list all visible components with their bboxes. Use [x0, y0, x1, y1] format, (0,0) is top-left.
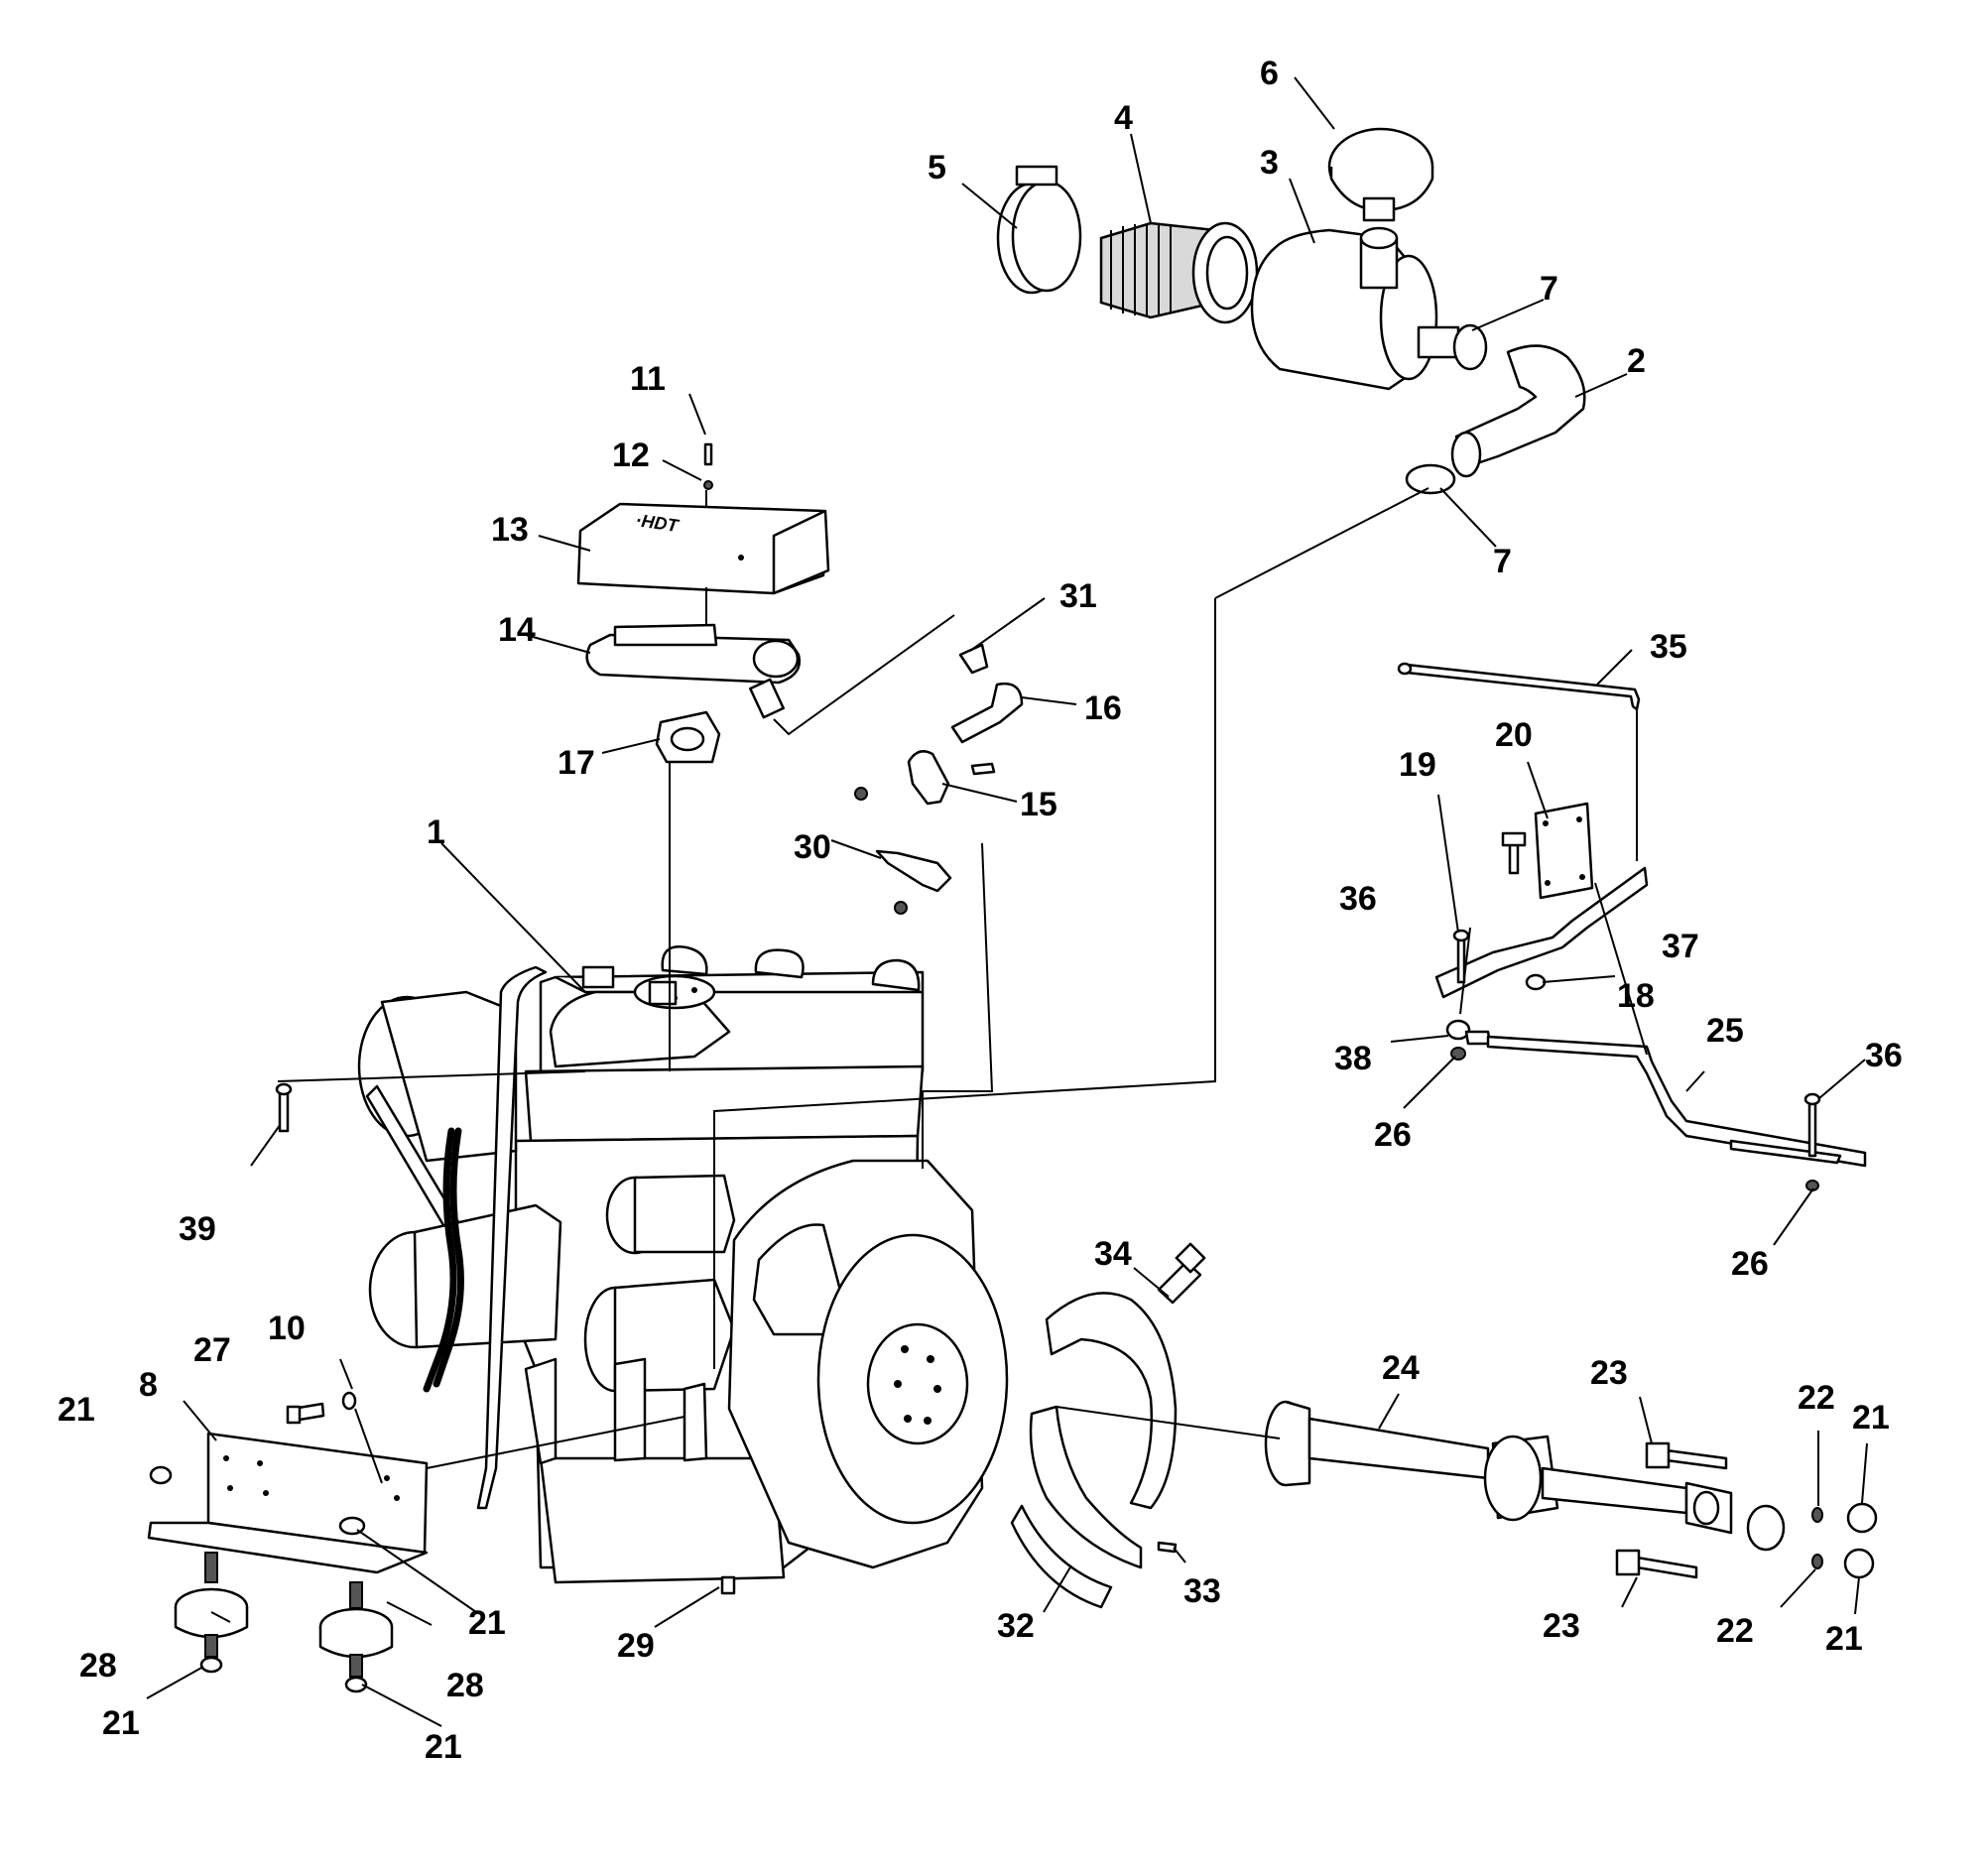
hose-clamp-small-lower [1405, 463, 1456, 495]
drive-shaft-assembly [1264, 1400, 1878, 1579]
engine-side-rail [524, 1357, 558, 1465]
mount-washer [341, 1391, 357, 1411]
mount-nut-left [149, 1465, 173, 1485]
mounting-plate [1534, 802, 1594, 900]
wiring-harness [423, 1127, 457, 1393]
air-filter-cap [1327, 127, 1434, 222]
hose-clamp-large [996, 165, 1082, 295]
engine-mount-assembly [147, 1391, 429, 1693]
callout-19: 19 [1399, 746, 1436, 784]
callout-24: 24 [1382, 1349, 1420, 1387]
valve-cover-assembly: ·HDT [576, 442, 1024, 915]
callout-2: 2 [1627, 342, 1646, 380]
callout-21-d: 21 [425, 1728, 462, 1766]
callout-28-b: 28 [446, 1667, 484, 1704]
governor-bolt [1807, 1099, 1817, 1158]
callout-23-a: 23 [1590, 1354, 1628, 1392]
callout-18: 18 [1617, 977, 1655, 1015]
callout-21-a: 21 [58, 1391, 95, 1429]
callout-36-b: 36 [1865, 1037, 1903, 1074]
callout-27: 27 [193, 1331, 231, 1369]
callout-labels: 1 2 3 4 5 6 7 7 8 10 11 12 13 14 15 16 1… [58, 55, 1903, 1766]
shaft-bolt-lower [1635, 1556, 1698, 1579]
callout-21-f: 21 [1825, 1620, 1863, 1658]
callout-21-c: 21 [102, 1704, 140, 1742]
callout-22-a: 22 [1798, 1379, 1835, 1417]
engine-block [357, 945, 1009, 1595]
throttle-rod [1405, 663, 1641, 711]
muffler-bracket [907, 750, 950, 806]
shaft-nut-lower [1843, 1548, 1875, 1579]
shaft-washer-upper [1811, 1507, 1823, 1523]
exhaust-pipe [950, 682, 1024, 744]
exhaust-manifold [585, 633, 802, 685]
callout-22-b: 22 [1716, 1612, 1754, 1650]
drive-shaft [1307, 1417, 1490, 1480]
callout-7-upper: 7 [1540, 270, 1558, 308]
callout-13: 13 [491, 511, 529, 549]
callout-29: 29 [617, 1627, 655, 1665]
callout-26-a: 26 [1374, 1116, 1412, 1154]
callout-12: 12 [612, 437, 650, 474]
valve-cover [576, 502, 825, 595]
bracket-bolt [1456, 936, 1466, 984]
callout-38: 38 [1334, 1040, 1372, 1077]
air-filter-element [1099, 221, 1259, 324]
shaft-bolt-upper [1665, 1448, 1728, 1470]
callout-36-a: 36 [1339, 880, 1377, 918]
callout-30: 30 [794, 828, 831, 866]
cover-bolt [1157, 1541, 1178, 1554]
callout-21-e: 21 [1852, 1399, 1890, 1437]
intake-elbow-hose [1454, 344, 1586, 468]
head-bolt [278, 1089, 290, 1133]
throttle-bracket [1434, 866, 1649, 999]
callout-5: 5 [928, 149, 946, 187]
callout-15: 15 [1020, 786, 1057, 823]
callout-33: 33 [1183, 1572, 1221, 1610]
universal-joint [1483, 1435, 1543, 1522]
shaft-nut-upper [1846, 1502, 1878, 1534]
callout-25: 25 [1706, 1012, 1744, 1050]
callout-20: 20 [1495, 716, 1533, 754]
air-intake-assembly [996, 127, 1586, 495]
callout-1: 1 [427, 813, 445, 851]
callout-17: 17 [558, 744, 595, 782]
air-filter-housing [1250, 226, 1460, 391]
callout-7-lower: 7 [1493, 543, 1512, 580]
callout-4: 4 [1114, 99, 1133, 137]
callout-8: 8 [139, 1366, 158, 1404]
throttle-linkage-assembly [1397, 662, 1867, 1191]
callout-37: 37 [1662, 928, 1699, 965]
callout-6: 6 [1260, 55, 1279, 92]
dipstick-tube [476, 965, 548, 1510]
callout-14: 14 [498, 611, 536, 649]
bell-cover-lower [1029, 1405, 1143, 1569]
callout-26-b: 26 [1731, 1245, 1769, 1283]
callout-34: 34 [1094, 1235, 1132, 1273]
bell-cover-upper [1045, 1292, 1178, 1510]
main-block [524, 1064, 925, 1143]
callout-16: 16 [1084, 689, 1122, 727]
shaft-washer-lower [1811, 1554, 1823, 1569]
callout-21-b: 21 [468, 1604, 506, 1642]
callout-35: 35 [1650, 628, 1687, 666]
bracket-nut [1525, 973, 1547, 991]
leader-lines [146, 76, 1868, 1727]
oil-pan [539, 1456, 786, 1584]
callout-28-a: 28 [79, 1647, 117, 1685]
callout-39: 39 [179, 1210, 216, 1248]
muffler-support [875, 849, 952, 893]
callout-3: 3 [1260, 144, 1279, 182]
callout-11: 11 [630, 360, 666, 398]
cover-washer [703, 480, 713, 490]
callout-31: 31 [1059, 577, 1097, 615]
ball-joint [1445, 1019, 1471, 1041]
bell-housing-cover [1010, 1242, 1206, 1609]
callout-23-b: 23 [1543, 1607, 1580, 1645]
callout-10: 10 [268, 1310, 306, 1347]
callout-32: 32 [997, 1607, 1035, 1645]
hose-clamp-small-upper [1452, 323, 1488, 371]
cover-screw [703, 442, 713, 466]
